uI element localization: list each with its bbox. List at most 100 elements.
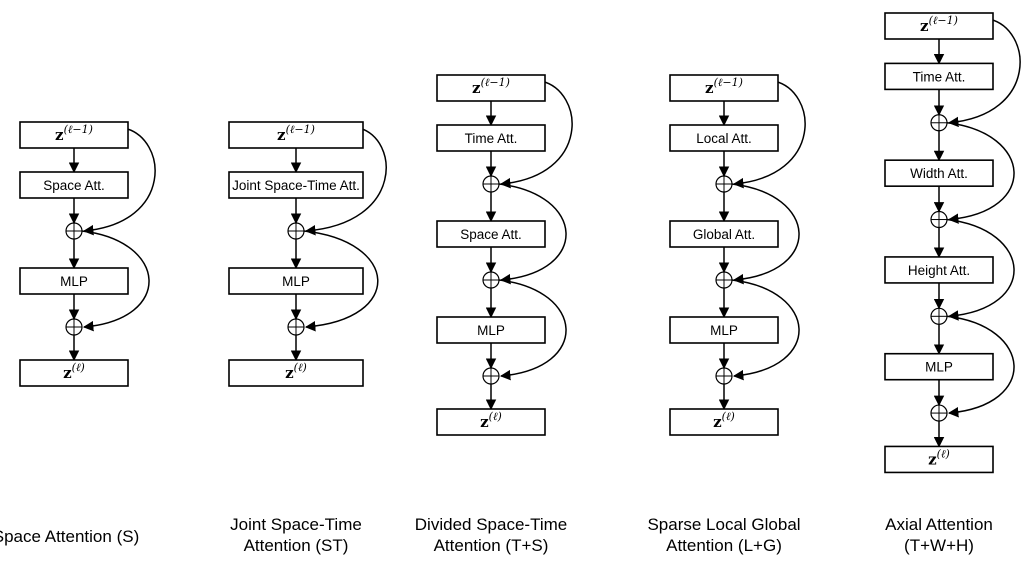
skip-connection-1 [82, 127, 156, 236]
add-node-3 [715, 367, 733, 385]
output-box-symbol: z [285, 364, 294, 382]
skip-connection-1 [732, 80, 806, 189]
block-mlp: MLP [436, 316, 546, 344]
caption-line: Attention (T+S) [433, 536, 549, 555]
caption-line: Attention (ST) [243, 536, 349, 555]
block-mlp: MLP [669, 316, 779, 344]
input-box-superscript: (ℓ−1) [481, 76, 510, 89]
skip-connection-2 [498, 183, 567, 285]
output-box-symbol: z [928, 450, 937, 468]
skip-connection-1 [304, 127, 387, 236]
skip-connection-2 [946, 122, 1015, 224]
input-box-superscript: (ℓ−1) [64, 123, 93, 136]
output-box-superscript: (ℓ) [72, 361, 85, 374]
block-label: MLP [477, 323, 505, 338]
block-joint-space-time-att: Joint Space-Time Att. [228, 171, 364, 199]
add-node-3 [482, 367, 500, 385]
caption-axial-attention: Axial Attention(T+W+H) [839, 514, 1024, 556]
skip-connection-2 [81, 230, 150, 332]
add-node-1 [65, 222, 83, 240]
block-label: MLP [925, 360, 953, 375]
skip-connection-3 [498, 279, 567, 381]
input-box: z(ℓ−1) [669, 74, 779, 102]
input-box-superscript: (ℓ−1) [714, 76, 743, 89]
block-label: Width Att. [910, 166, 968, 181]
diagram-sparse-local-global-attention: z(ℓ−1)z(ℓ)Local Att.Global Att.MLP [669, 74, 806, 436]
diagram-axial-attention: z(ℓ−1) z(ℓ) Time Att. Width Att. Height Att.… [884, 12, 1021, 474]
svg-text:z(ℓ−1): z(ℓ−1) [920, 14, 958, 35]
input-box: z(ℓ−1) [19, 121, 129, 149]
skip-connection-3 [731, 279, 800, 381]
output-box-superscript: (ℓ) [722, 410, 735, 423]
svg-text:z(ℓ−1): z(ℓ−1) [705, 76, 743, 97]
caption-line: Sparse Local Global [647, 515, 801, 534]
output-box: z(ℓ) [228, 359, 364, 387]
output-box: z(ℓ) [884, 445, 994, 474]
diagram-divided-space-time-attention: z(ℓ−1)z(ℓ)Time Att.Space Att.MLP [436, 74, 573, 436]
svg-text:z(ℓ): z(ℓ) [63, 361, 85, 382]
svg-text:z(ℓ−1): z(ℓ−1) [277, 123, 315, 144]
block-mlp: MLP [228, 267, 364, 295]
block-label: MLP [282, 274, 310, 289]
add-node-1 [715, 175, 733, 193]
caption-line: Space Attention (S) [0, 527, 140, 546]
diagram-joint-space-time-attention: z(ℓ−1)z(ℓ)Joint Space-Time Att.MLP [228, 121, 387, 387]
input-box-symbol: z [705, 79, 714, 97]
caption-line: (T+W+H) [904, 536, 974, 555]
block-mlp: MLP [19, 267, 129, 295]
svg-text:z(ℓ): z(ℓ) [928, 447, 950, 468]
block-label: Space Att. [43, 178, 105, 193]
input-box: z(ℓ−1) [884, 12, 994, 40]
caption-space-attention: Space Attention (S) [0, 526, 166, 547]
input-box-symbol: z [472, 79, 481, 97]
add-node-2 [930, 210, 948, 229]
output-box-symbol: z [63, 364, 72, 382]
output-box-symbol: z [480, 413, 489, 431]
input-box: z(ℓ−1) [436, 74, 546, 102]
block-height-att: Height Att. [884, 256, 994, 284]
block-mlp: MLP [884, 352, 994, 381]
svg-text:z(ℓ): z(ℓ) [713, 410, 735, 431]
skip-connection-4 [946, 315, 1015, 418]
block-global-att: Global Att. [669, 220, 779, 248]
output-box: z(ℓ) [436, 408, 546, 436]
input-box: z(ℓ−1) [228, 121, 364, 149]
svg-text:z(ℓ): z(ℓ) [480, 410, 502, 431]
block-label: MLP [710, 323, 738, 338]
block-label: Global Att. [693, 227, 755, 242]
block-label: Time Att. [913, 69, 966, 84]
block-label: MLP [60, 274, 88, 289]
block-label: Local Att. [696, 131, 752, 146]
input-box-symbol: z [277, 126, 286, 144]
add-node-1 [287, 222, 305, 240]
skip-connection-2 [731, 183, 800, 285]
output-box-superscript: (ℓ) [489, 410, 502, 423]
output-box: z(ℓ) [19, 359, 129, 387]
block-label: Time Att. [465, 131, 518, 146]
output-box-superscript: (ℓ) [937, 447, 950, 460]
output-box-symbol: z [713, 413, 722, 431]
add-node-3 [930, 307, 948, 325]
block-time-att: Time Att. [436, 124, 546, 152]
caption-line: Joint Space-Time [230, 515, 362, 534]
skip-connection-2 [303, 230, 379, 332]
svg-text:z(ℓ−1): z(ℓ−1) [472, 76, 510, 97]
add-node-2 [287, 318, 305, 336]
caption-line: Divided Space-Time [414, 515, 568, 534]
output-box-superscript: (ℓ) [294, 361, 307, 374]
svg-text:z(ℓ−1): z(ℓ−1) [55, 123, 93, 144]
input-box-superscript: (ℓ−1) [286, 123, 315, 136]
block-width-att: Width Att. [884, 159, 994, 187]
diagram-space-attention: z(ℓ−1)z(ℓ)Space Att.MLP [19, 121, 156, 387]
skip-connection-3 [946, 218, 1015, 321]
block-space-att: Space Att. [19, 171, 129, 199]
block-label: Space Att. [460, 227, 522, 242]
add-node-2 [482, 271, 500, 289]
input-box-symbol: z [55, 126, 64, 144]
block-local-att: Local Att. [669, 124, 779, 152]
add-node-2 [65, 318, 83, 336]
